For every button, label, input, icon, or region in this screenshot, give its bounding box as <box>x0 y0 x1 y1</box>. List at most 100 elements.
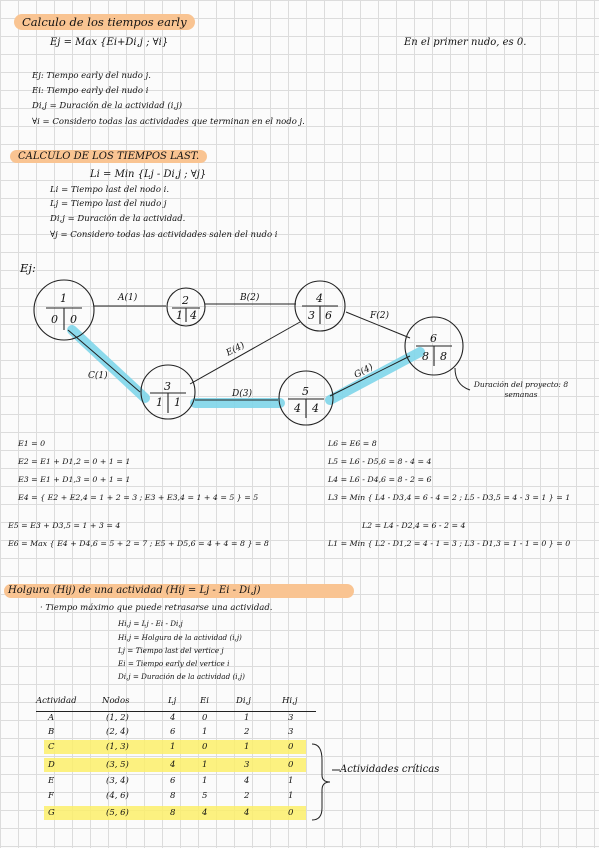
cell-actividad: C <box>48 742 55 752</box>
critical-row-highlight-g <box>44 806 306 820</box>
cell-nodos: (2, 4) <box>106 727 129 737</box>
cell-nodos: (1, 3) <box>106 742 129 752</box>
cell-hij: 3 <box>288 713 294 723</box>
table-row: F (4, 6) 8 5 2 1 <box>36 791 316 805</box>
cell-nodos: (3, 4) <box>106 776 129 786</box>
table-row: E (3, 4) 6 1 4 1 <box>36 776 316 790</box>
early-calc-4: E4 = { E2 + E2,4 = 1 + 2 = 3 ; E3 + E3,4… <box>18 493 259 502</box>
cell-ei: 0 <box>202 713 208 723</box>
node-5-id: 5 <box>302 385 309 398</box>
cell-actividad: F <box>48 791 54 801</box>
section-early-title: Calculo de los tiempos early <box>14 14 195 30</box>
early-def-1: Ej: Tiempo early del nudo j. <box>32 71 151 81</box>
node-4 <box>294 280 346 332</box>
section-last-title: CALCULO DE LOS TIEMPOS LAST. <box>10 150 208 163</box>
table-row: C (1, 3) 1 0 1 0 <box>36 742 316 756</box>
last-calc-2: L5 = L6 - D5,6 = 8 - 4 = 4 <box>328 457 432 466</box>
header-nodos: Nodos <box>102 696 130 706</box>
node-1-early: 0 <box>51 313 58 326</box>
node-6-id: 6 <box>430 332 437 345</box>
holgura-def-3: Lj = Tiempo last del vertice j <box>118 646 224 655</box>
early-calc-6: E6 = Max { E4 + D4,6 = 5 + 2 = 7 ; E5 + … <box>8 539 269 548</box>
cell-hij: 3 <box>288 727 294 737</box>
arc-a-label: A(1) <box>117 292 138 303</box>
header-actividad: Actividad <box>36 696 77 706</box>
cell-nodos: (3, 5) <box>106 760 129 770</box>
cell-actividad: A <box>48 713 55 723</box>
arc-e-label: E(4) <box>223 340 247 359</box>
early-calc-2: E2 = E1 + D1,2 = 0 + 1 = 1 <box>18 457 131 466</box>
holgura-def-5: Di,j = Duración de la actividad (i,j) <box>118 672 245 681</box>
node-1-id: 1 <box>60 292 67 305</box>
cell-actividad: E <box>48 776 55 786</box>
first-node-note: En el primer nudo, es 0. <box>404 37 527 48</box>
cell-lj: 1 <box>170 742 176 752</box>
last-def-3: Di,j = Duración de la actividad. <box>50 214 186 224</box>
cell-hij: 0 <box>288 760 294 770</box>
cell-ei: 1 <box>202 776 208 786</box>
table-row: B (2, 4) 6 1 2 3 <box>36 727 316 741</box>
node-3-early: 1 <box>156 396 163 409</box>
holgura-def-1: Hi,j = Lj - Ei - Di,j <box>118 619 183 628</box>
last-calc-6: L1 = Min { L2 - D1,2 = 4 - 1 = 3 ; L3 - … <box>328 539 571 548</box>
critical-label: Actividades críticas <box>340 764 440 775</box>
node-3 <box>140 364 196 420</box>
cell-nodos: (1, 2) <box>106 713 129 723</box>
header-ei: Ei <box>200 696 209 706</box>
table-header-rule <box>36 711 316 712</box>
header-hij: Hi,j <box>282 696 298 706</box>
project-duration-note: Duración del proyecto: 8 semanas <box>473 380 569 400</box>
critical-path-highlight <box>67 325 425 408</box>
node-6-last: 8 <box>440 350 447 363</box>
last-formula: Li = Min {Lj - Di,j ; ∀j} <box>90 169 207 180</box>
cell-ei: 1 <box>202 760 208 770</box>
cell-hij: 1 <box>288 791 294 801</box>
arc-b-label: B(2) <box>239 292 260 303</box>
critical-row-highlight-d <box>44 758 306 772</box>
last-def-1: Li = Tiempo last del nodo i. <box>50 185 170 195</box>
last-calc-1: L6 = E6 = 8 <box>328 439 377 448</box>
cell-ei: 1 <box>202 727 208 737</box>
cell-dij: 4 <box>244 776 250 786</box>
last-calc-3: L4 = L6 - D4,6 = 8 - 2 = 6 <box>328 475 432 484</box>
node-2 <box>166 287 206 327</box>
table-header: Actividad Nodos Lj Ei Di,j Hi,j <box>36 696 316 710</box>
node-4-id: 4 <box>315 292 323 305</box>
cell-lj: 6 <box>170 776 176 786</box>
cell-lj: 8 <box>170 808 176 818</box>
cell-ei: 5 <box>202 791 208 801</box>
cell-lj: 6 <box>170 727 176 737</box>
cell-dij: 1 <box>244 713 250 723</box>
last-def-2: Lj = Tiempo last del nudo j <box>50 199 167 209</box>
critical-row-highlight-c <box>44 740 306 754</box>
cell-hij: 0 <box>288 742 294 752</box>
node-6 <box>404 316 464 376</box>
cell-nodos: (4, 6) <box>106 791 129 801</box>
node-2-last: 4 <box>189 309 197 322</box>
example-label: Ej: <box>20 261 36 275</box>
last-calc-4: L3 = Min { L4 - D3,4 = 6 - 4 = 2 ; L5 - … <box>328 493 571 502</box>
cell-lj: 4 <box>170 713 176 723</box>
cell-dij: 2 <box>244 791 250 801</box>
node-3-last: 1 <box>174 396 181 409</box>
cell-actividad: G <box>48 808 55 818</box>
node-2-early: 1 <box>176 309 183 322</box>
project-duration-arrow <box>454 367 471 391</box>
early-def-3: Di,j = Duración de la actividad (i,j) <box>32 101 183 111</box>
arc-c <box>67 329 141 393</box>
early-calc-3: E3 = E1 + D1,3 = 0 + 1 = 1 <box>18 475 131 484</box>
cell-actividad: B <box>48 727 55 737</box>
header-dij: Di,j <box>236 696 251 706</box>
node-3-id: 3 <box>164 380 171 393</box>
cell-hij: 0 <box>288 808 294 818</box>
holgura-def-4: Ei = Tiempo early del vertice i <box>118 659 230 668</box>
early-formula: Ej = Max {Ei+Di,j ; ∀i} <box>50 37 169 48</box>
cell-actividad: D <box>48 760 55 770</box>
node-5-early: 4 <box>293 402 301 415</box>
table-row: A (1, 2) 4 0 1 3 <box>36 713 316 727</box>
cell-lj: 4 <box>170 760 176 770</box>
cell-ei: 4 <box>202 808 208 818</box>
holgura-def-2: Hi,j = Holgura de la actividad (i,j) <box>118 633 242 642</box>
early-def-4: ∀i = Considero todas las actividades que… <box>32 117 305 127</box>
cell-hij: 1 <box>288 776 294 786</box>
